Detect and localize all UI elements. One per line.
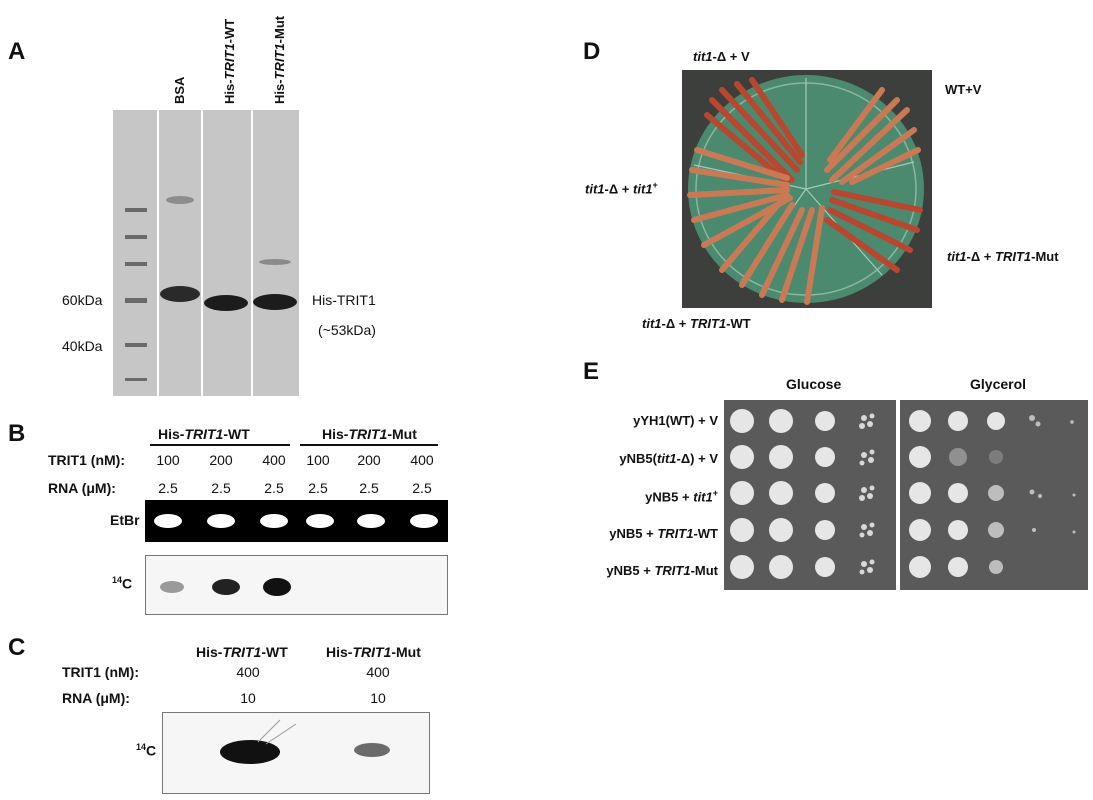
rna-value: 2.5 (412, 480, 432, 496)
lane-label-bsa: BSA (172, 76, 187, 104)
plate-label-bottom: tit1-Δ + TRIT1-WT (642, 316, 751, 331)
c14-autoradiograph-c (162, 712, 430, 794)
group-wt-header: His-TRIT1-WT (158, 426, 250, 442)
plate-label-left: tit1-Δ + tit1+ (585, 180, 658, 197)
rna-value-c: 10 (370, 690, 386, 706)
rna-value: 2.5 (264, 480, 284, 496)
trit-value: 400 (410, 452, 434, 468)
spot-assay-image (724, 400, 1088, 590)
rna-value: 2.5 (359, 480, 379, 496)
trit-value: 400 (262, 452, 286, 468)
strain-row-label: yNB5 + TRIT1-Mut (606, 563, 718, 578)
rna-value: 2.5 (211, 480, 231, 496)
strain-row-label: yYH1(WT) + V (633, 413, 718, 428)
rna-value-c: 10 (240, 690, 256, 706)
group-wt-bar (150, 444, 290, 446)
strain-row-label: yNB5(tit1-Δ) + V (619, 451, 718, 466)
plate-label-top: tit1-Δ + V (693, 49, 750, 64)
group-mut-bar (300, 444, 438, 446)
trit-value: 200 (209, 452, 233, 468)
plate-label-wt: WT+V (945, 82, 982, 97)
rna-label-b: RNA (μM): (48, 480, 116, 496)
panel-e-letter: E (583, 358, 600, 385)
c14-label-b: 14C (112, 575, 133, 592)
rna-value: 2.5 (308, 480, 328, 496)
agar-plate-image (682, 70, 932, 308)
band-size: (~53kDa) (318, 322, 376, 338)
trit-value: 200 (357, 452, 381, 468)
trit-label-c: TRIT1 (nM): (62, 664, 139, 680)
lane-label-mut: His-TRIT1-Mut (272, 15, 287, 104)
rna-value: 2.5 (158, 480, 178, 496)
trit-value-c: 400 (366, 664, 390, 680)
c14-label-c: 14C (136, 742, 157, 759)
c14-autoradiograph-b (145, 555, 448, 615)
group-mut-header: His-TRIT1-Mut (322, 426, 417, 442)
panel-d-letter: D (583, 38, 601, 65)
marker-60kda: 60kDa (62, 292, 103, 308)
trit-value: 100 (156, 452, 180, 468)
group-mut-header-c: His-TRIT1-Mut (326, 644, 421, 660)
strain-row-label: yNB5 + TRIT1-WT (609, 526, 718, 541)
trit-value: 100 (306, 452, 330, 468)
condition-glucose: Glucose (786, 376, 842, 392)
rna-label-c: RNA (μM): (62, 690, 130, 706)
strain-row-label: yNB5 + tit1+ (645, 488, 718, 505)
plate-label-right: tit1-Δ + TRIT1-Mut (947, 249, 1059, 264)
etbr-label: EtBr (110, 512, 140, 528)
group-wt-header-c: His-TRIT1-WT (196, 644, 288, 660)
etbr-gel (145, 500, 448, 542)
lane-label-wt: His-TRIT1-WT (222, 18, 237, 104)
marker-40kda: 40kDa (62, 338, 103, 354)
sds-page-gel (113, 110, 299, 396)
condition-glycerol: Glycerol (970, 376, 1027, 392)
panel-b-letter: B (8, 420, 26, 447)
panel-a-letter: A (8, 38, 26, 65)
trit-label-b: TRIT1 (nM): (48, 452, 125, 468)
band-label: His-TRIT1 (312, 292, 376, 308)
panel-c-letter: C (8, 634, 26, 661)
trit-value-c: 400 (236, 664, 260, 680)
